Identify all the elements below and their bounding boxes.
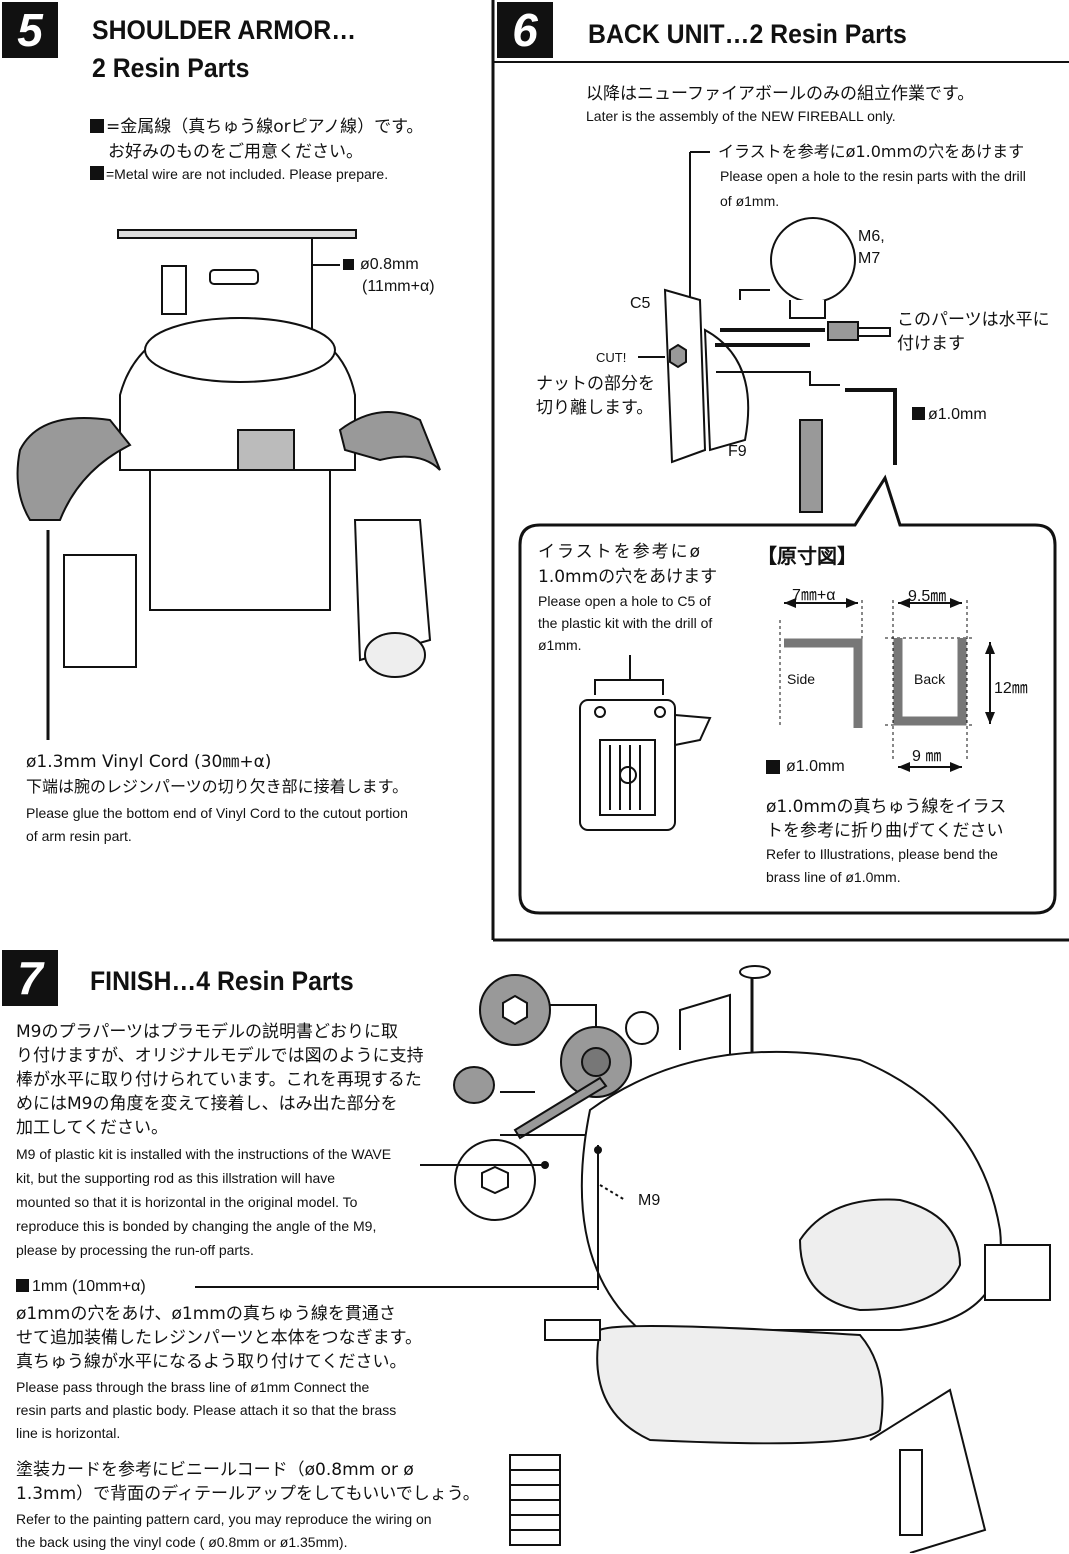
dim-height: 12㎜ bbox=[994, 680, 1028, 697]
box-hole-jp-line1: イラストを参考にø bbox=[538, 542, 703, 562]
dim-back-bottom: 9 ㎜ bbox=[912, 748, 942, 765]
para1-jp-line: り付けますが、オリジナルモデルでは図のように支持 bbox=[16, 1046, 424, 1066]
box-wire-marker bbox=[766, 760, 780, 774]
horizontal-jp-line1: このパーツは水平に bbox=[897, 310, 1050, 330]
para2-jp-line: ø1mmの穴をあけ、ø1mmの真ちゅう線を貫通さ bbox=[16, 1304, 396, 1324]
para1-en-line: mounted so that it is horizontal in the … bbox=[16, 1194, 358, 1210]
para2-en-line: line is horizontal. bbox=[16, 1425, 121, 1441]
para2-en-line: resin parts and plastic body. Please att… bbox=[16, 1402, 397, 1418]
dimension-arrowheads bbox=[784, 598, 995, 772]
nut-jp-line2: 切り離します。 bbox=[536, 398, 654, 418]
step5-wire-label-line1: ø0.8mm bbox=[360, 256, 419, 273]
para1-jp-line: 棒が水平に取り付けられています。これを再現するた bbox=[16, 1070, 422, 1090]
para2-jp-line: 真ちゅう線が水平になるよう取り付けてください。 bbox=[16, 1352, 407, 1372]
dim-back-top: 9.5㎜ bbox=[908, 588, 947, 605]
para3-en-line: the back using the vinyl code ( ø0.8mm o… bbox=[16, 1534, 348, 1550]
horizontal-jp-line2: 付けます bbox=[897, 334, 965, 354]
step7-wire-label: 1mm (10mm+α) bbox=[16, 1278, 146, 1296]
step5-cord-en-line1: Please glue the bottom end of Vinyl Cord… bbox=[26, 805, 408, 821]
wire-square-icon bbox=[912, 407, 925, 420]
step6-intro-jp: 以降はニューファイアボールのみの組立作業です。 bbox=[586, 84, 975, 104]
step6-hole-en-line2: of ø1mm. bbox=[720, 193, 780, 209]
step6-wire-label: ø1.0mm bbox=[912, 406, 987, 424]
bend-en-line1: Refer to Illustrations, please bend the bbox=[766, 846, 998, 862]
part-label-c5: C5 bbox=[630, 295, 651, 312]
cut-label: CUT! bbox=[596, 350, 627, 365]
step6-hole-en-line1: Please open a hole to the resin parts wi… bbox=[720, 168, 1026, 184]
part-label-f9: F9 bbox=[728, 443, 747, 460]
wire-marker-square bbox=[343, 259, 354, 270]
step7-para1-jp: M9のプラパーツはプラモデルの説明書どおりに取 り付けますが、オリジナルモデルで… bbox=[16, 1020, 424, 1140]
back-label: Back bbox=[914, 671, 946, 687]
para1-jp-line: めにはM9の角度を変えて接着し、はみ出た部分を bbox=[16, 1094, 398, 1114]
para3-en-line: Refer to the painting pattern card, you … bbox=[16, 1511, 432, 1527]
box-hole-en-line2: the plastic kit with the drill of bbox=[538, 615, 713, 631]
para3-jp-line: 塗装カードを参考にビニールコード（ø0.8mm or ø bbox=[16, 1460, 414, 1480]
para2-en-line: Please pass through the brass line of ø1… bbox=[16, 1379, 370, 1395]
metal-wire-square-icon bbox=[90, 166, 104, 180]
step5-wire-label-line2: (11mm+α) bbox=[362, 278, 435, 295]
step5-cord-label: ø1.3mm Vinyl Cord (30㎜+α) bbox=[26, 752, 272, 772]
m9-pointer-dot bbox=[541, 1161, 549, 1169]
wire-pointer-dot bbox=[594, 1146, 602, 1154]
step6-title: BACK UNIT…2 Resin Parts bbox=[588, 19, 907, 49]
para1-jp-line: 加工してください。 bbox=[16, 1118, 168, 1138]
step5-cord-jp: 下端は腕のレジンパーツの切り欠き部に接着します。 bbox=[26, 777, 409, 796]
box-wire-label: ø1.0mm bbox=[786, 758, 845, 775]
para3-jp-line: 1.3mm）で背面のディテールアップをしてもいいでしょう。 bbox=[16, 1484, 480, 1504]
metal-wire-square-icon bbox=[90, 119, 104, 133]
shoulder-armor-illustration bbox=[16, 229, 441, 740]
nut-jp-line1: ナットの部分を bbox=[536, 374, 655, 394]
box-hole-en-line1: Please open a hole to C5 of bbox=[538, 593, 711, 609]
step7-title: FINISH…4 Resin Parts bbox=[90, 966, 354, 996]
m9-label: M9 bbox=[638, 1192, 661, 1209]
step6-number-badge: 6 bbox=[497, 2, 553, 58]
para1-en-line: reproduce this is bonded by changing the… bbox=[16, 1218, 377, 1234]
step7-para2-en: Please pass through the brass line of ø1… bbox=[16, 1376, 396, 1445]
para1-jp-line: M9のプラパーツはプラモデルの説明書どおりに取 bbox=[16, 1022, 398, 1042]
finish-illustration bbox=[195, 965, 1051, 1553]
step7-para2-jp: ø1mmの穴をあけ、ø1mmの真ちゅう線を貫通さ せて追加装備したレジンパーツと… bbox=[16, 1302, 422, 1374]
step6-hole-jp: イラストを参考にø1.0mmの穴をあけます bbox=[718, 142, 1025, 161]
para1-en-line: please by processing the run-off parts. bbox=[16, 1242, 254, 1258]
box-hole-en-line3: ø1mm. bbox=[538, 637, 582, 653]
step7-para3-en: Refer to the painting pattern card, you … bbox=[16, 1508, 432, 1554]
step5-number-badge: 5 bbox=[2, 2, 58, 58]
back-unit-illustration bbox=[638, 151, 910, 525]
para2-jp-line: せて追加装備したレジンパーツと本体をつなぎます。 bbox=[16, 1328, 422, 1348]
fullsize-title: 【原寸図】 bbox=[757, 544, 857, 568]
step5-note-en: =Metal wire are not included. Please pre… bbox=[90, 163, 388, 185]
step7-para3-jp: 塗装カードを参考にビニールコード（ø0.8mm or ø 1.3mm）で背面のデ… bbox=[16, 1458, 480, 1506]
box-hole-jp-line2: 1.0mmの穴をあけます bbox=[538, 567, 718, 587]
step5-cord-en-line2: of arm resin part. bbox=[26, 828, 132, 844]
step7-number-badge: 7 bbox=[2, 950, 58, 1006]
part-label-m7: M7 bbox=[858, 250, 881, 267]
para1-en-line: kit, but the supporting rod as this ills… bbox=[16, 1170, 336, 1186]
bend-en-line2: brass line of ø1.0mm. bbox=[766, 869, 901, 885]
wire-square-icon bbox=[16, 1279, 29, 1292]
step5-title-line2: 2 Resin Parts bbox=[92, 53, 250, 83]
step7-para1-en: M9 of plastic kit is installed with the … bbox=[16, 1142, 391, 1262]
step6-intro-en: Later is the assembly of the NEW FIREBAL… bbox=[586, 108, 896, 124]
bend-jp-line2: トを参考に折り曲げてください bbox=[766, 821, 1004, 841]
plastic-kit-c5-drawing bbox=[579, 655, 712, 831]
side-label: Side bbox=[787, 671, 816, 687]
para1-en-line: M9 of plastic kit is installed with the … bbox=[16, 1146, 392, 1162]
step5-title-line1: SHOULDER ARMOR… bbox=[92, 15, 357, 45]
step5-note-jp-line1: =金属線（真ちゅう線orピアノ線）です。 bbox=[90, 115, 423, 139]
part-label-m6: M6, bbox=[858, 228, 885, 245]
dim-side: 7㎜+α bbox=[792, 587, 836, 604]
fullsize-callout-box bbox=[518, 474, 1057, 915]
bend-jp-line1: ø1.0mmの真ちゅう線をイラス bbox=[766, 797, 1007, 817]
step5-note-jp-line2: お好みのものをご用意ください。 bbox=[108, 142, 363, 162]
